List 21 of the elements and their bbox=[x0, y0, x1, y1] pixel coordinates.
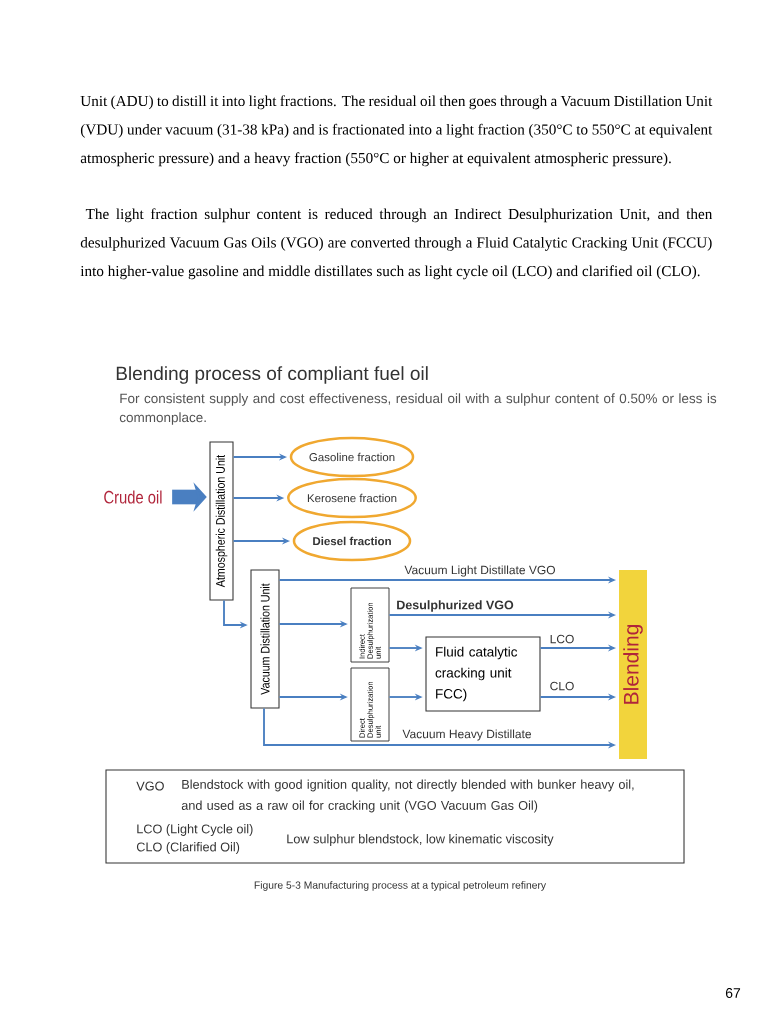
note-term: VGO bbox=[136, 781, 164, 791]
edge-label: Vacuum Light Distillate VGO bbox=[403, 564, 557, 578]
process-box: Fluid catalytic cracking unit FCC) bbox=[425, 636, 541, 712]
page-number: 67 bbox=[725, 988, 741, 998]
blending-bar: Blending bbox=[619, 570, 647, 759]
edge-label: CLO bbox=[548, 680, 576, 692]
subtitle: For consistent supply and cost effectiveness, residual oil with a sulphur content of 0.50% or less is commonplace. bbox=[119, 393, 717, 425]
title: Blending process of compliant fuel oil bbox=[116, 366, 428, 384]
process-box: Atmospheric Distillation Unit bbox=[209, 441, 234, 601]
paragraph: Unit (ADU) to distill it into light fractions. The residual oil then goes through a Vacuum Distillation Unit (VDU) under vacuum (31-38 kPa) and is fractionated into a light fraction (350°C to 550°C at equivalent atmospheric pressure) and a heavy fraction (550°C or higher at equivalent atmospheric pressure). bbox=[80, 95, 713, 167]
paragraph: The light fraction sulphur content is reduced through an Indirect Desulphurization Unit, and then desulphurized Vacuum Gas Oils (VGO) are converted through a Fluid Catalytic Cracking Unit (FCCU) into higher-value gasoline and middle distillates such as light cycle oil (LCO) and clarified oil (CLO). bbox=[80, 208, 713, 280]
note-term: LCO (Light Cycle oil) bbox=[137, 824, 253, 836]
edge-label: Desulphurized VGO bbox=[394, 598, 516, 614]
edge-label: Vacuum Heavy Distillate bbox=[401, 728, 533, 742]
note-term: CLO (Clarified Oil) bbox=[136, 842, 240, 854]
caption: Figure 5-3 Manufacturing process at a typical petroleum refinery bbox=[254, 881, 546, 891]
edge-label: LCO bbox=[548, 633, 576, 645]
note-text: Blendstock with good ignition quality, not directly blended with bunker heavy oil, and used as a raw oil for cracking unit (VGO Vacuum Gas Oil) bbox=[181, 779, 634, 813]
note-text: Low sulphur blendstock, low kinematic viscosity bbox=[287, 834, 554, 846]
process-box: Vacuum Distillation Unit bbox=[250, 569, 280, 709]
crude-oil-label: Crude oil bbox=[104, 490, 162, 504]
